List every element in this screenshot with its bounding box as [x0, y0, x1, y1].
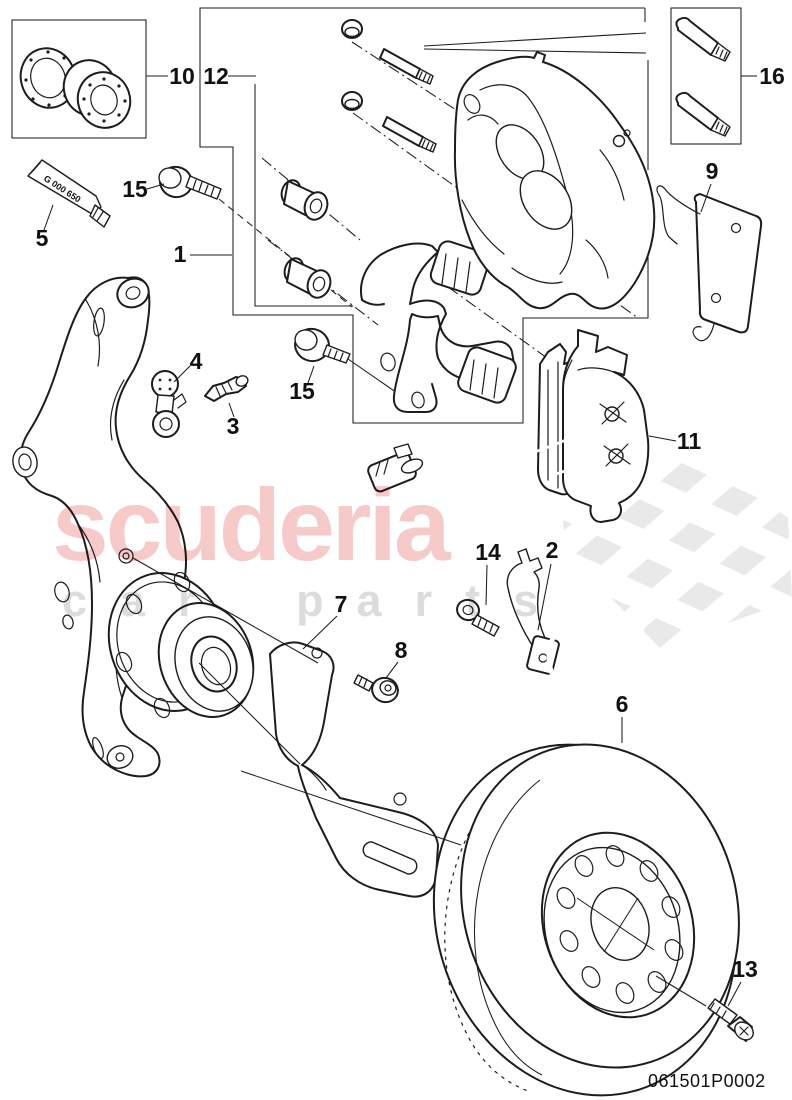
callout-9: 9 — [706, 158, 719, 184]
caliper-guide-pins — [675, 16, 731, 137]
callout-7: 7 — [335, 591, 348, 617]
leader-lines — [43, 75, 757, 1007]
callout-numbers: 10 12 16 15 5 1 9 4 3 15 11 14 2 7 8 6 1… — [36, 63, 785, 982]
wear-sensor-wire — [367, 433, 602, 493]
brake-hose — [506, 548, 645, 693]
disc-vent-ticks — [444, 767, 529, 1092]
shield-bolt — [353, 674, 399, 704]
box-part-12-outline — [254, 84, 353, 307]
disc-bolt-holes — [556, 845, 684, 1004]
callout-6: 6 — [616, 691, 629, 717]
bleeder-sensor-part3 — [204, 375, 249, 402]
wedge-pointer-lines — [423, 32, 647, 54]
wheel-bearing-and-seal — [19, 47, 132, 129]
brake-pads — [537, 329, 650, 523]
brake-disc — [432, 743, 740, 1097]
callout-5: 5 — [36, 225, 49, 251]
pad-spring-clips — [599, 401, 631, 467]
callout-15a: 15 — [122, 176, 148, 202]
callout-13: 13 — [732, 956, 758, 982]
callout-10: 10 — [169, 63, 195, 89]
bearing-ball-dots — [82, 77, 127, 123]
callout-14: 14 — [475, 539, 501, 565]
cap-nuts-and-guide-pins — [341, 19, 437, 153]
guide-pin-boot-lower — [457, 346, 517, 404]
hose-bracket-bolt — [456, 598, 500, 637]
callout-2: 2 — [546, 537, 559, 563]
callout-12: 12 — [203, 63, 229, 89]
callout-11: 11 — [677, 428, 702, 454]
pad-retaining-spring — [656, 185, 763, 342]
caliper-carrier-bracket — [360, 240, 517, 413]
callout-3: 3 — [227, 413, 240, 439]
callout-8: 8 — [395, 637, 408, 663]
wheel-hub — [107, 571, 255, 719]
callout-15b: 15 — [289, 378, 315, 404]
guide-pin-boot-upper — [429, 240, 491, 296]
brake-caliper — [453, 51, 656, 310]
link-bracket-part4 — [151, 370, 187, 438]
wheel-stud-holes — [115, 571, 191, 719]
guide-bushings — [280, 179, 332, 299]
carrier-bolt-15b — [294, 327, 417, 407]
callout-1: 1 — [174, 241, 187, 267]
splash-shield — [269, 641, 439, 898]
shield-slot — [362, 841, 418, 875]
callout-4: 4 — [190, 348, 203, 374]
callout-16: 16 — [759, 63, 785, 89]
group-boxes — [11, 7, 742, 424]
box-part-10 — [11, 19, 147, 139]
carrier-bolt-15a — [158, 165, 222, 200]
steering-knuckle — [12, 276, 187, 778]
drawing-part-number: 061501P0002 — [648, 1071, 766, 1091]
box-part-1-outline — [199, 7, 649, 424]
grease-tube: G 000 650 — [27, 159, 111, 228]
disc-set-screw — [707, 998, 754, 1042]
